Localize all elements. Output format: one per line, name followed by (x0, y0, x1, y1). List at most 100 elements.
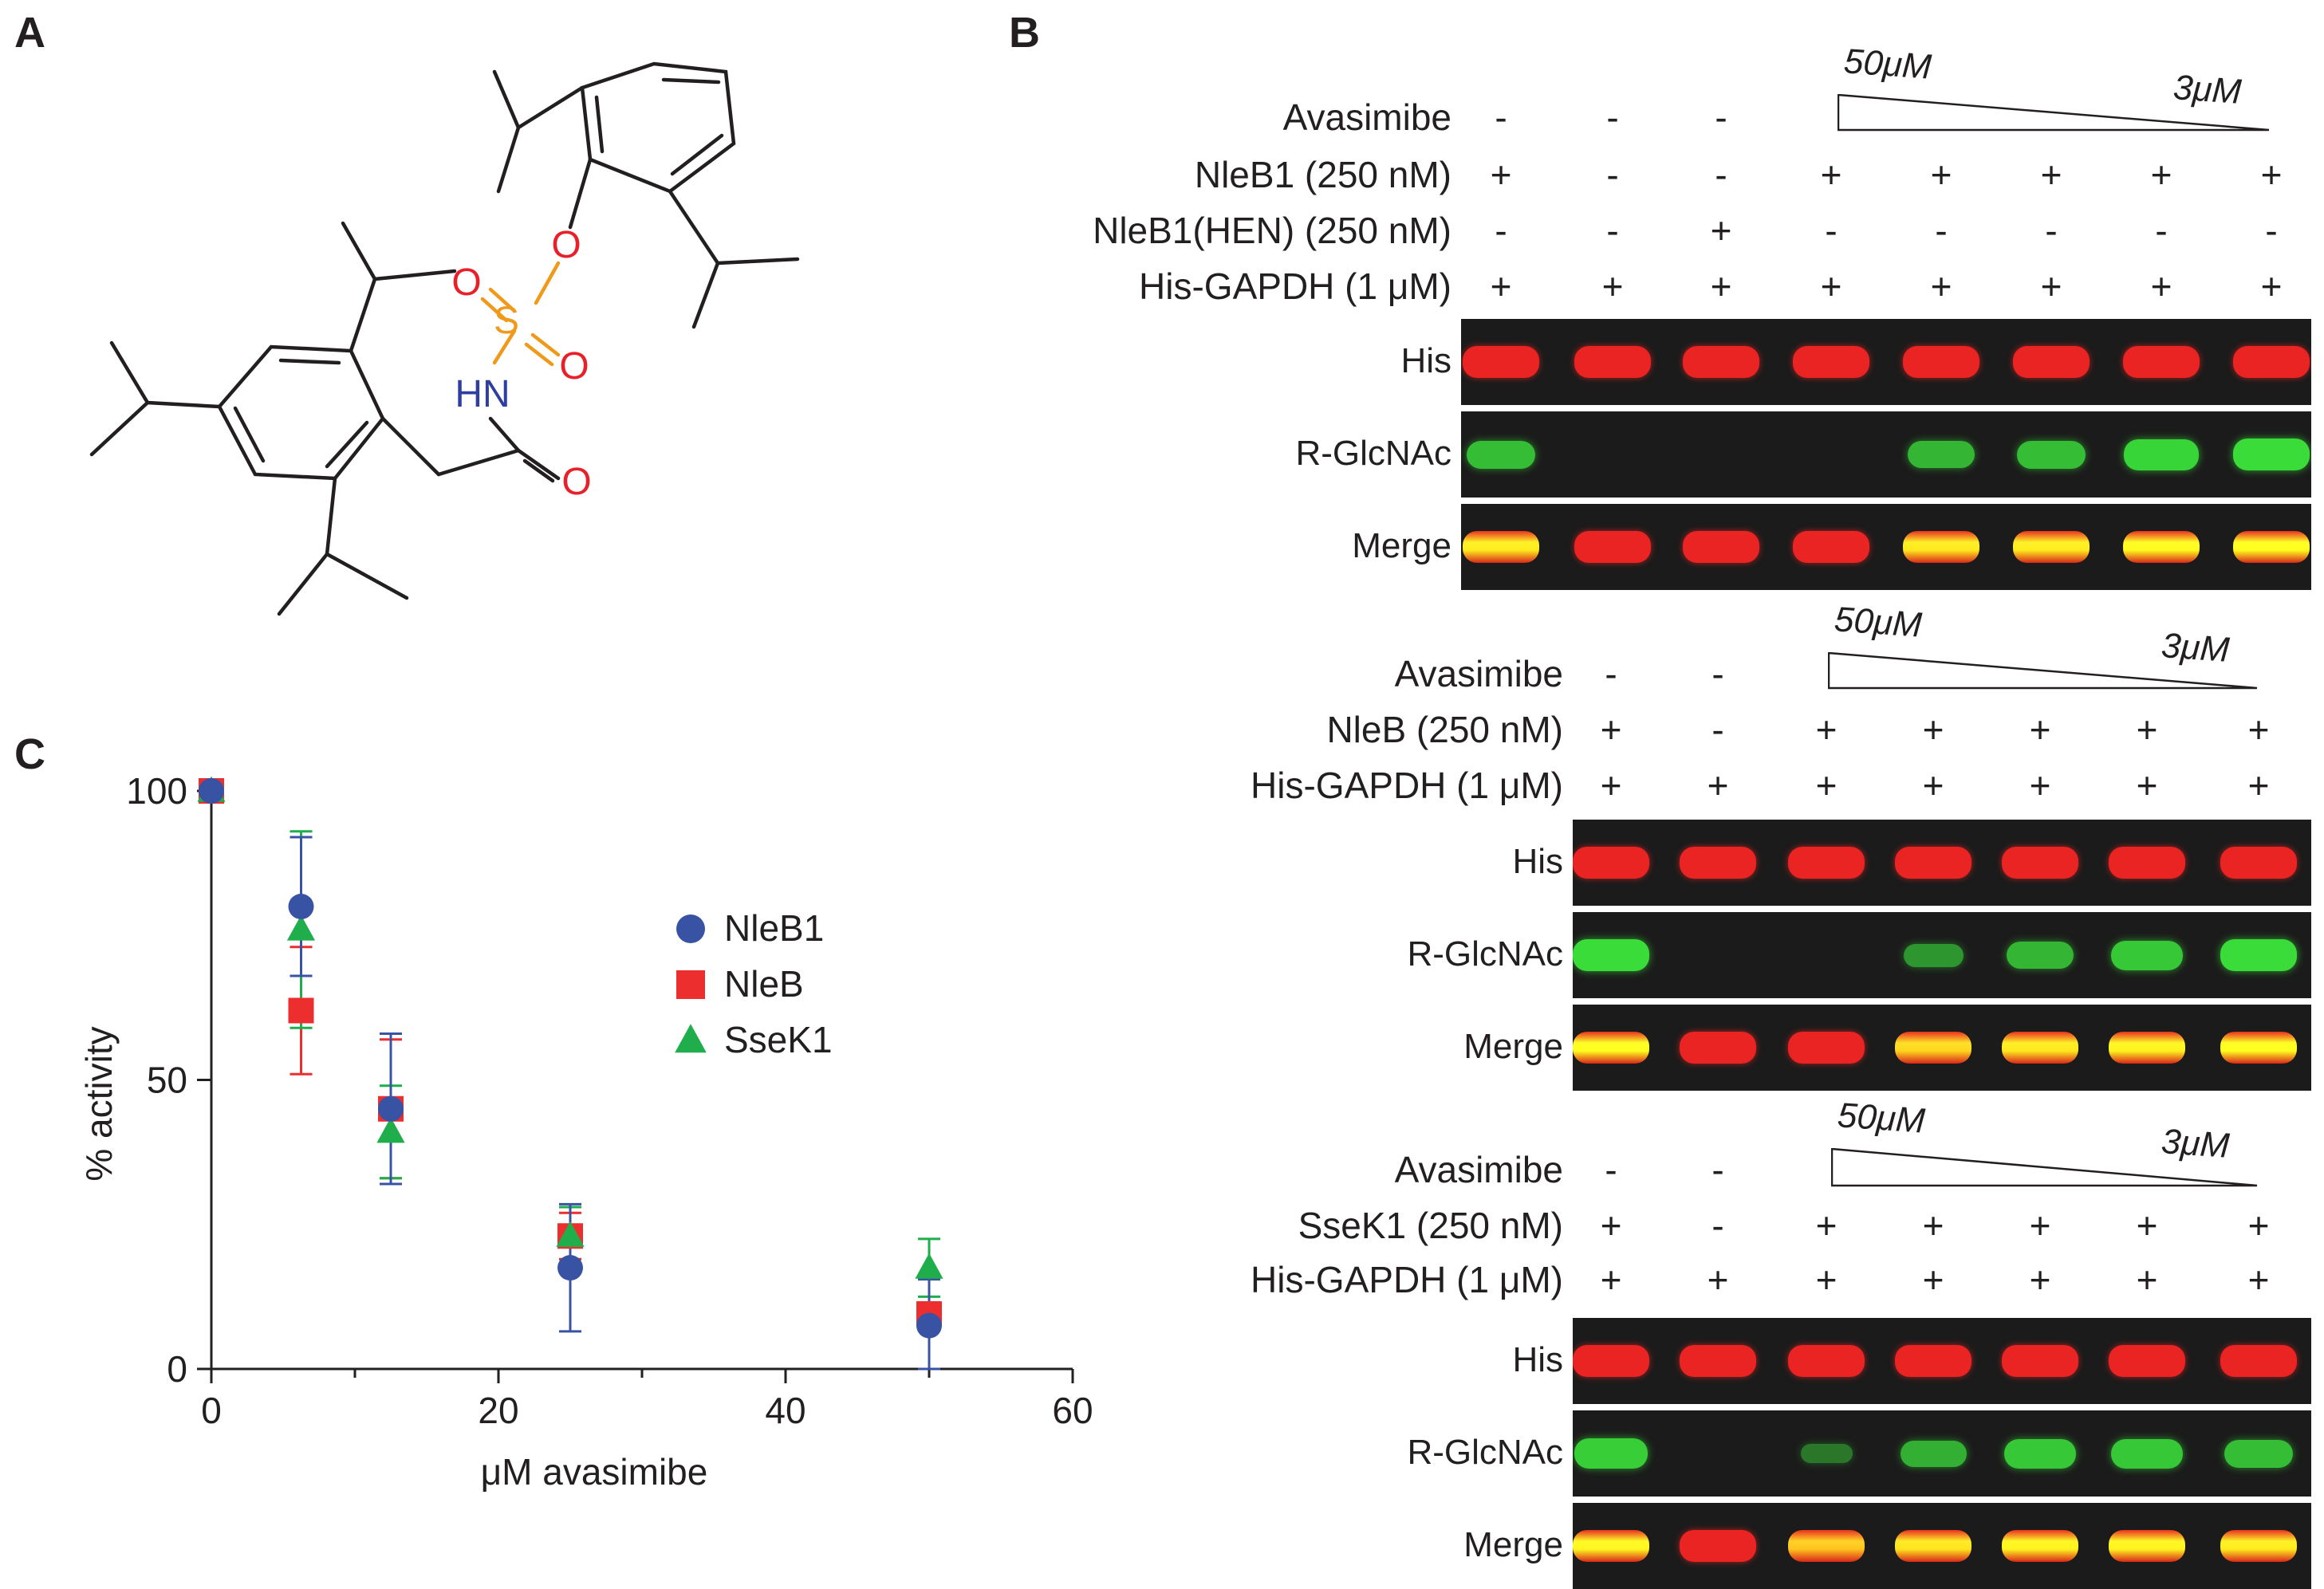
condition-label: NleB (250 nM) (1326, 709, 1563, 750)
lane-symbol: - (1495, 96, 1507, 138)
lane-symbol: - (1605, 1149, 1617, 1190)
blot-band (1573, 939, 1649, 971)
blot-band (2004, 1438, 2076, 1469)
blot-strip (1461, 319, 2311, 405)
blot-band (2109, 1530, 2185, 1562)
concentration-gradient-triangle (1838, 94, 2270, 132)
data-point (288, 894, 314, 919)
blot-band (2109, 1345, 2185, 1377)
condition-label: His-GAPDH (1 μM) (1251, 1259, 1563, 1300)
blot-strip (1573, 1410, 2311, 1497)
lane-symbol: + (2029, 709, 2051, 750)
lane-symbol: + (2150, 154, 2172, 195)
blot-band (2002, 847, 2078, 879)
gradient-low-label: 3μM (2160, 626, 2231, 670)
lane-symbol: + (1710, 210, 1732, 251)
blot-band (1573, 1530, 1649, 1562)
gradient-low-label: 3μM (2160, 1122, 2231, 1166)
concentration-gradient-triangle (1831, 1148, 2258, 1187)
lane-symbol: - (1935, 210, 1948, 251)
lane-symbol: + (1922, 1205, 1944, 1246)
lane-symbol: - (2155, 210, 2168, 251)
gradient-high-label: 50μM (1833, 600, 1924, 645)
blot-band (2233, 439, 2310, 470)
lane-symbol: + (2040, 265, 2062, 307)
panel-label-c: C (14, 730, 45, 778)
data-point (915, 1253, 943, 1279)
blot-band (1683, 346, 1759, 378)
data-point (916, 1312, 942, 1339)
blot-band (1680, 1032, 1756, 1064)
lane-symbol: + (1930, 265, 1952, 307)
sulfur-label: S (494, 300, 519, 342)
lane-symbol: - (1606, 154, 1619, 195)
lane-symbol: - (2265, 210, 2278, 251)
blot-band (1680, 1345, 1756, 1377)
lane-symbol: + (1820, 154, 1842, 195)
lane-symbol: + (1930, 154, 1952, 195)
lane-symbol: + (1820, 265, 1842, 307)
blot-band (1895, 847, 1971, 879)
lane-symbol: - (1606, 96, 1619, 138)
lane-symbol: + (2029, 1259, 2051, 1300)
y-axis-label: % activity (78, 1026, 120, 1181)
concentration-gradient-triangle (1828, 652, 2258, 690)
blot-band (1900, 1440, 1967, 1467)
blot-band (1680, 847, 1756, 879)
lane-symbol: + (1600, 765, 1622, 806)
x-tick-label: 0 (201, 1390, 222, 1431)
panel-label-b: B (1009, 9, 1040, 57)
blot-band (2220, 1530, 2297, 1562)
oxygen-label: O (551, 224, 581, 266)
lane-symbol: - (1495, 210, 1507, 251)
gradient-high-label: 50μM (1842, 41, 1933, 87)
chemical-structure: O S O O HN O (89, 61, 800, 616)
lane-symbol: - (1715, 96, 1727, 138)
lane-symbol: + (1922, 765, 1944, 806)
lane-symbol: + (1707, 765, 1729, 806)
blot-band (1463, 346, 1539, 378)
blot-band (1793, 531, 1869, 563)
condition-label: Avasimibe (1394, 1149, 1563, 1190)
blot-band (1800, 1444, 1853, 1463)
blot-band (2220, 847, 2297, 879)
lane-symbol: + (1815, 765, 1838, 806)
blot-band (1680, 1530, 1756, 1562)
data-point (676, 970, 705, 999)
blot-label: His (1512, 842, 1563, 881)
nitrogen-label: HN (455, 373, 510, 415)
condition-label: His-GAPDH (1 μM) (1139, 265, 1452, 307)
blot-band (1683, 531, 1759, 563)
blot-band (2002, 1345, 2078, 1377)
blot-band (1573, 1345, 1649, 1377)
blot-band (1573, 1032, 1649, 1064)
lane-symbol: - (1605, 653, 1617, 694)
gradient-low-label: 3μM (2172, 68, 2243, 112)
condition-label: Avasimibe (1394, 653, 1563, 694)
y-tick-label: 50 (147, 1060, 187, 1101)
lane-symbol: + (2260, 154, 2283, 195)
blot-label: R-GlcNAc (1295, 434, 1452, 473)
lane-symbol: + (1815, 1205, 1838, 1246)
blot-band (2111, 940, 2183, 970)
blot-band (2123, 346, 2200, 378)
data-point (675, 1024, 707, 1053)
blot-band (1895, 1032, 1971, 1064)
lane-symbol: + (2247, 1205, 2270, 1246)
blot-strip (1461, 411, 2311, 498)
blot-band (1903, 531, 1979, 563)
blot-band (2111, 1438, 2183, 1469)
blot-band (2013, 346, 2090, 378)
lane-symbol: + (2247, 709, 2270, 750)
blot-band (1573, 847, 1649, 879)
blot-band (1908, 441, 1975, 468)
lane-symbol: + (2260, 265, 2283, 307)
blot-band (1903, 346, 1979, 378)
blot-band (2002, 1032, 2078, 1064)
lane-symbol: + (2150, 265, 2172, 307)
lane-symbol: + (1707, 1259, 1729, 1300)
blot-band (1574, 346, 1651, 378)
x-axis-label: μM avasimibe (481, 1451, 708, 1493)
lane-symbol: + (2136, 709, 2158, 750)
condition-label: His-GAPDH (1 μM) (1251, 765, 1563, 806)
